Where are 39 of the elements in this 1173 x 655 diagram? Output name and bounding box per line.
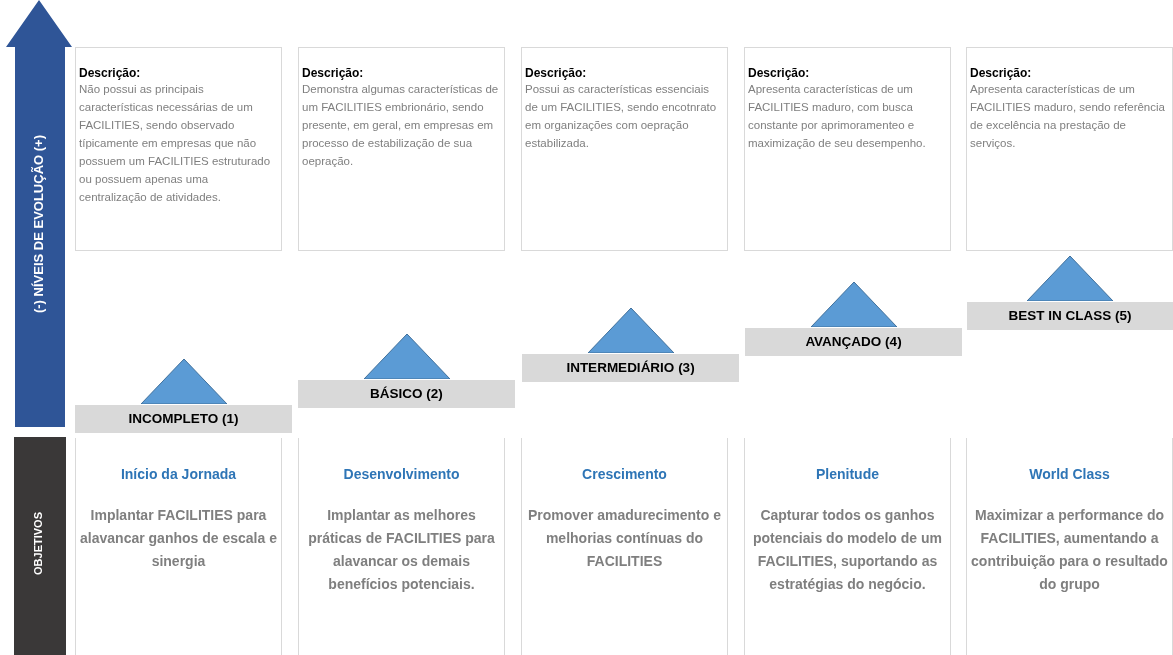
description-text: Demonstra algumas características de um FACILITIES embrionário, sendo presente, em geral, em empresas em processo de estabilização de sua oepração.: [302, 82, 500, 169]
description-heading: Descrição:: [79, 66, 142, 80]
level-bar: BEST IN CLASS (5): [967, 302, 1173, 330]
description-text: Não possui as principais características necessárias de um FACILITIES, sendo observado típicamente em empresas que não possuem um FACILITIES estruturado ou possuem apenas uma centralização de atividades.: [79, 82, 272, 205]
description-card: [298, 47, 505, 251]
level-bar: AVANÇADO (4): [745, 328, 962, 356]
up-arrow-band: [6, 0, 72, 427]
description-text: Possui as características essenciais de um FACILITIES, sendo encotnrato em organizações com oepração estabilizada.: [525, 82, 718, 151]
description-heading: Descrição:: [970, 66, 1033, 80]
axis-label: (-) NÍVEIS DE EVOLUÇÃO (+): [31, 135, 46, 314]
description-card: [521, 47, 728, 251]
description-heading: Descrição:: [302, 66, 365, 80]
level-bar: BÁSICO (2): [298, 380, 515, 408]
description-text: Apresenta características de um FACILITIES maduro, com busca constante por aprimoramenteo e maximização de seu desempenho.: [748, 82, 927, 151]
objective-text: Maximizar a performance do FACILITIES, aumentando a contribuição para o resultado do grupo: [970, 506, 1169, 594]
objective-title: World Class: [1028, 466, 1111, 482]
objective-card: [75, 438, 282, 655]
objective-card: [298, 438, 505, 655]
level-bar: INTERMEDIÁRIO (3): [522, 354, 739, 382]
description-text: Apresenta características de um FACILITIES maduro, sendo referência de excelência na prestação de serviços.: [970, 82, 1166, 151]
level-bar: INCOMPLETO (1): [75, 405, 292, 433]
objective-text: Capturar todos os ganhos potenciais do modelo de um FACILITIES, suportando as estratégias do negócio.: [752, 506, 943, 594]
objective-title: Desenvolvimento: [342, 466, 461, 482]
objective-title: Crescimento: [581, 466, 668, 482]
objective-card: [966, 438, 1173, 655]
description-card: [966, 47, 1173, 251]
objective-title: Plenitude: [815, 466, 880, 482]
objective-text: Implantar FACILITIES para alavancar ganhos de escala e sinergia: [79, 506, 278, 571]
description-heading: Descrição:: [748, 66, 811, 80]
objective-card: [744, 438, 951, 655]
description-heading: Descrição:: [525, 66, 588, 80]
description-card: [75, 47, 282, 251]
objective-text: Implantar as melhores práticas de FACILITIES para alavancar os demais benefícios potenciais.: [307, 506, 496, 594]
objective-card: [521, 438, 728, 655]
section-label: OBJETIVOS: [32, 512, 44, 575]
section-band: [14, 437, 66, 655]
description-card: [744, 47, 951, 251]
objective-title: Início da Jornada: [119, 466, 238, 482]
objective-text: Promover amadurecimento e melhorias contínuas do FACILITIES: [527, 506, 722, 571]
